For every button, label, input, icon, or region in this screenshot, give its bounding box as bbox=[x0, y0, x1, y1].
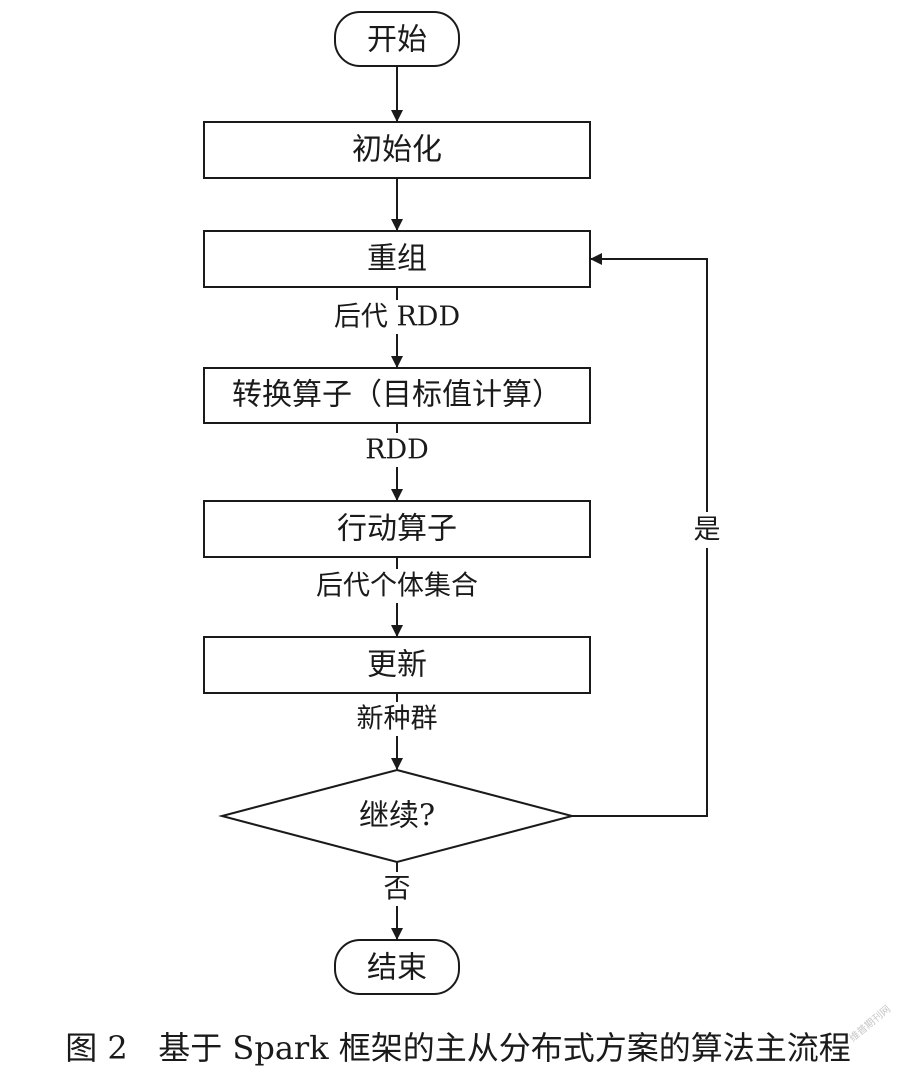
figure-caption: 图 2 基于 Spark 框架的主从分布式方案的算法主流程 bbox=[65, 1029, 851, 1067]
init-node bbox=[203, 121, 591, 179]
action-label: 行动算子 bbox=[337, 512, 457, 547]
edge-label-offspring-rdd: 后代 RDD bbox=[334, 302, 460, 333]
watermark-text: 维普期刊网 bbox=[846, 1002, 893, 1044]
arrow-yes-loop bbox=[572, 253, 708, 817]
start-label: 开始 bbox=[367, 23, 427, 58]
edge-label-bg-6 bbox=[378, 872, 416, 906]
edge-label-yes: 是 bbox=[694, 515, 721, 546]
update-node bbox=[203, 636, 591, 694]
edge-label-bg-2 bbox=[352, 433, 442, 467]
edge-label-bg-4 bbox=[337, 702, 457, 736]
end-label: 结束 bbox=[367, 951, 427, 986]
edge-label-new-population: 新种群 bbox=[357, 704, 438, 735]
transform-label: 转换算子（目标值计算） bbox=[232, 378, 562, 413]
edge-label-bg-1 bbox=[322, 300, 472, 334]
update-label: 更新 bbox=[367, 648, 427, 683]
init-label: 初始化 bbox=[352, 133, 442, 168]
decision-label: 继续? bbox=[359, 799, 435, 834]
edge-label-bg-5 bbox=[688, 512, 726, 548]
end-node bbox=[334, 939, 460, 995]
edge-label-no: 否 bbox=[384, 874, 411, 905]
edge-label-offspring-set: 后代个体集合 bbox=[316, 571, 478, 602]
edge-label-bg-3 bbox=[292, 569, 502, 603]
recombine-label: 重组 bbox=[367, 242, 427, 277]
edge-label-rdd: RDD bbox=[365, 435, 429, 466]
